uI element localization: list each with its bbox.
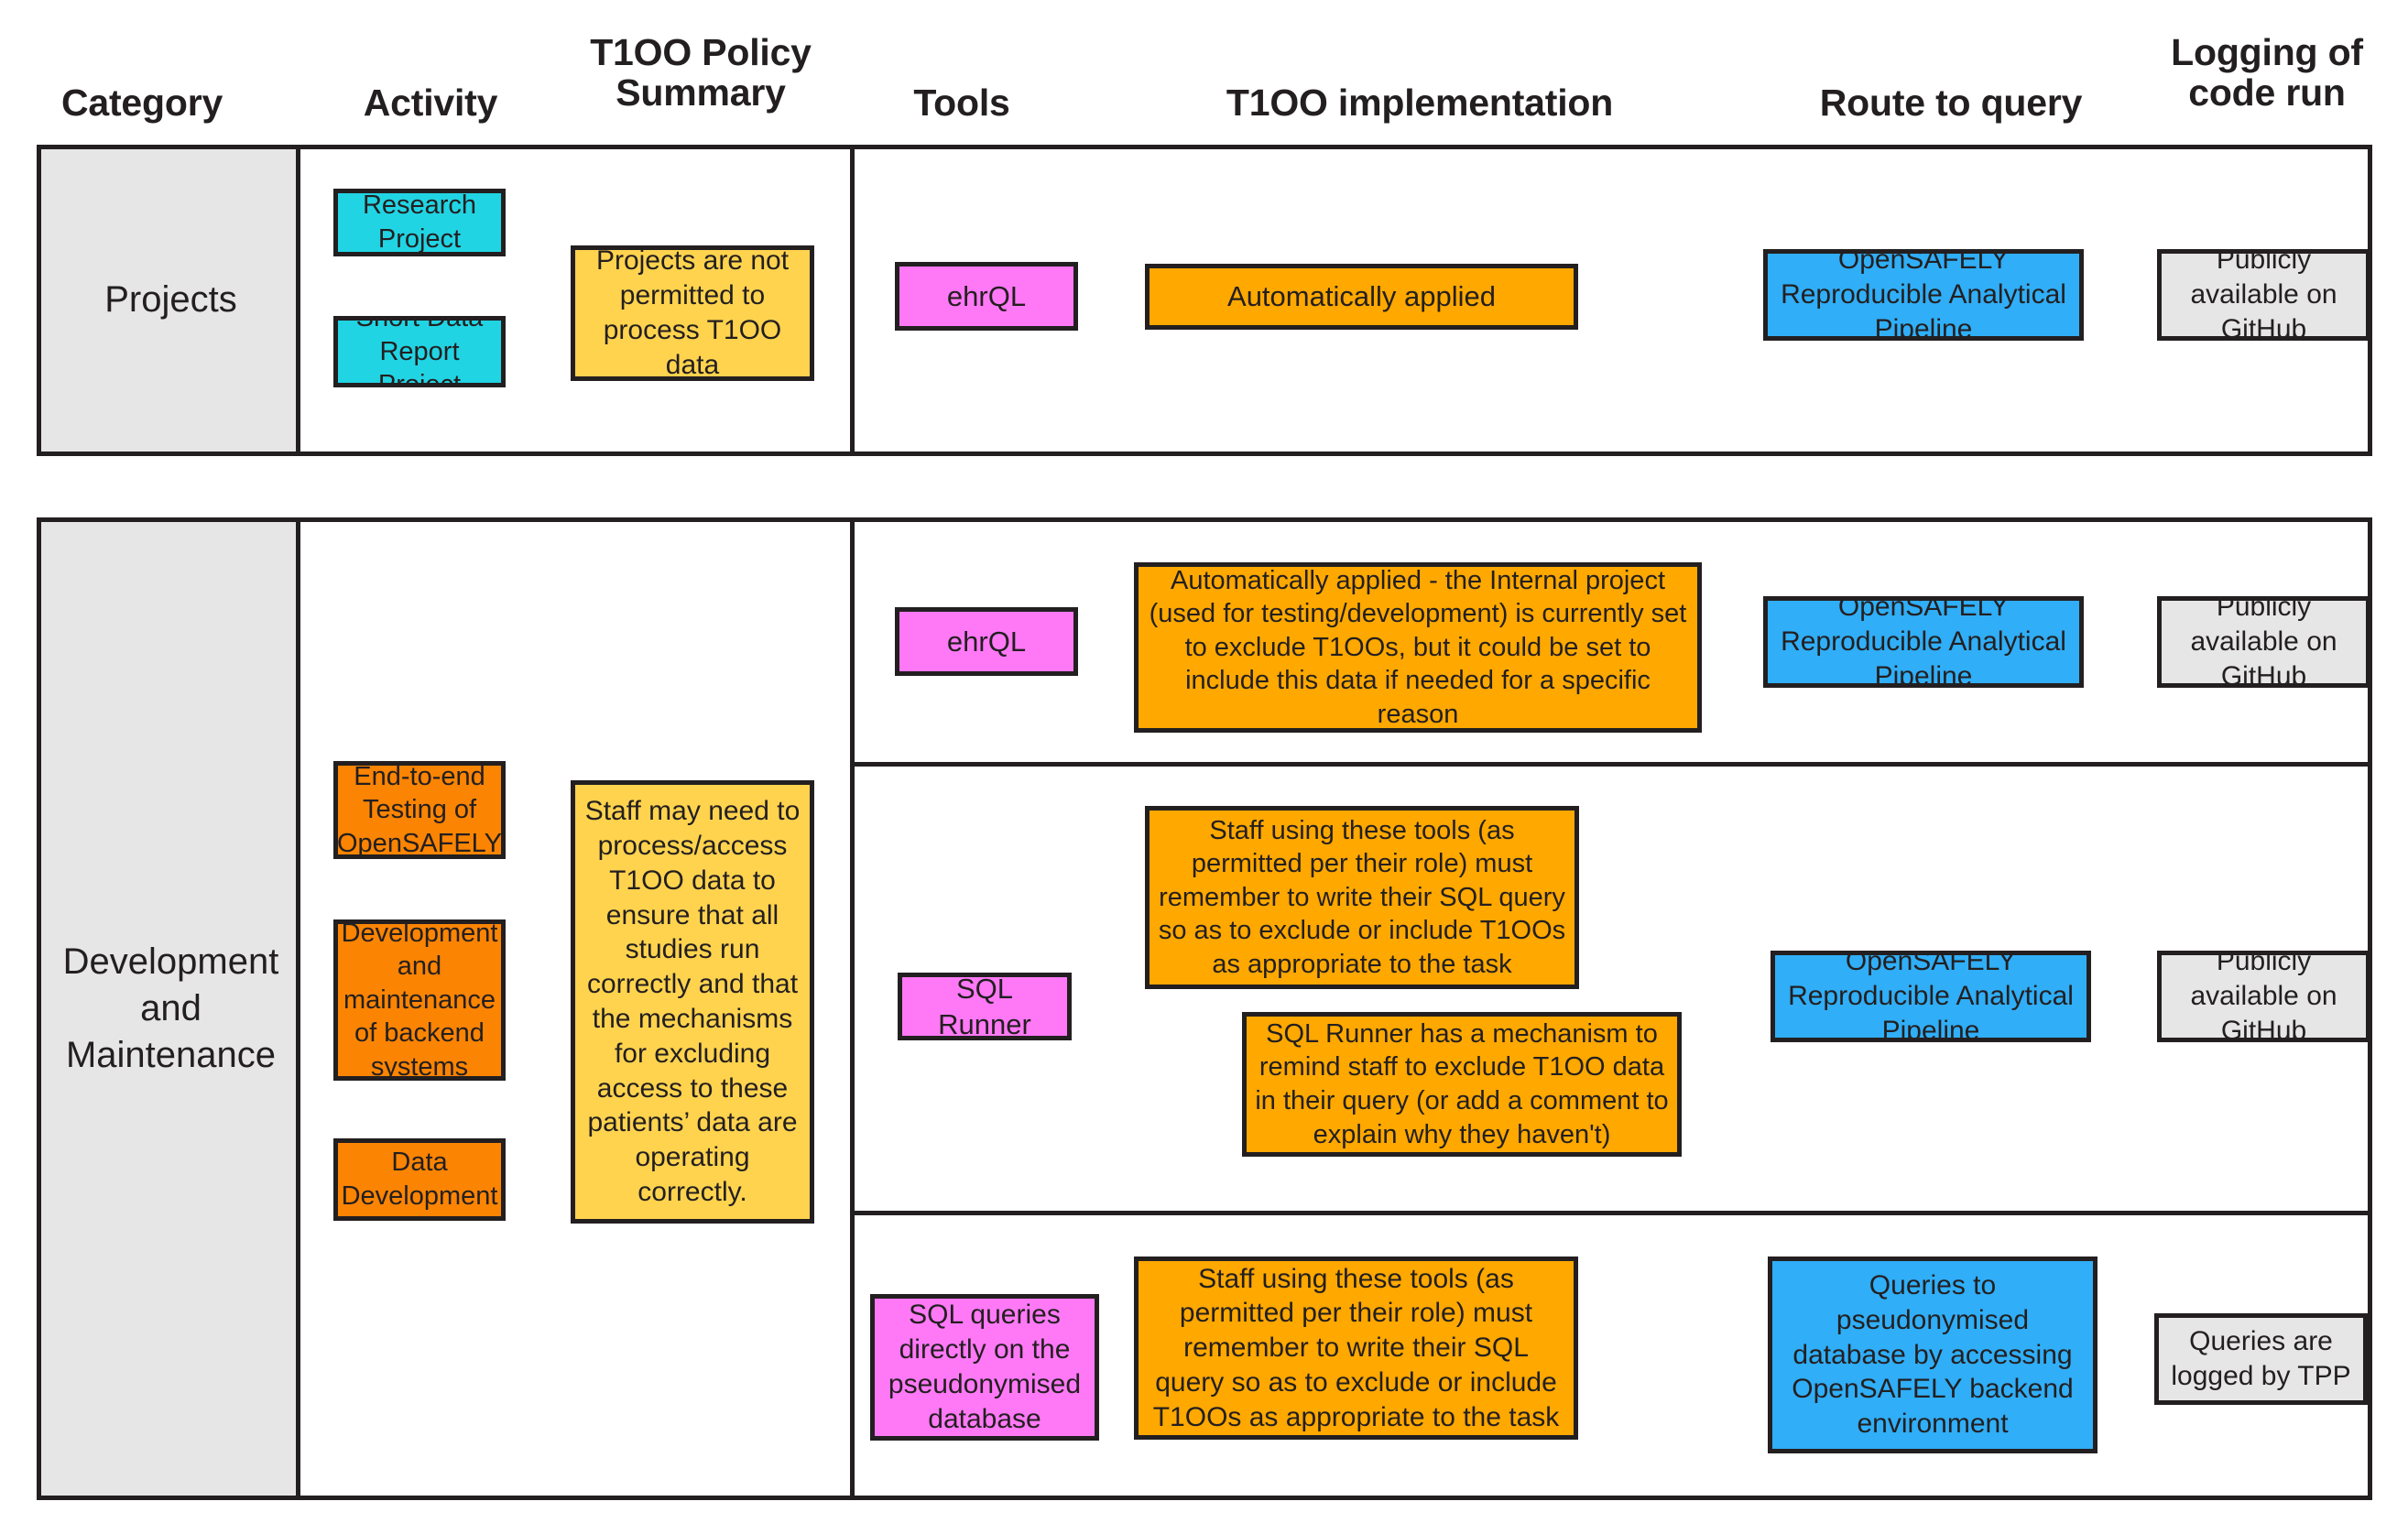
activity-node-label: Research Project [362, 190, 477, 254]
column-header-policy-summary-line1: T1OO Policy [590, 31, 812, 73]
column-header-tools: Tools [913, 82, 1010, 124]
logging-label: Publicly available on GitHub [2190, 596, 2337, 688]
logging-node[interactable]: Publicly available on GitHub [2157, 596, 2370, 688]
logging-label: Queries are logged by TPP [2171, 1326, 2351, 1391]
route-node[interactable]: OpenSAFELY Reproducible Analytical Pipel… [1763, 596, 2084, 688]
logging-node[interactable]: Publicly available on GitHub [2157, 951, 2370, 1042]
logging-label: Publicly available on GitHub [2190, 951, 2337, 1042]
row1-divider-after-policy [850, 149, 855, 451]
route-label: OpenSAFELY Reproducible Analytical Pipel… [1781, 596, 2066, 688]
tool-node[interactable]: SQL Runner [898, 973, 1072, 1040]
policy-summary-label: Staff may need to process/access T1OO da… [584, 796, 801, 1207]
route-label: Queries to pseudonymised database by acc… [1792, 1270, 2074, 1440]
policy-summary-node[interactable]: Projects are not permitted to process T1… [571, 245, 814, 381]
row2-divider-after-policy [850, 522, 855, 1496]
implementation-label: Staff using these tools (as permitted pe… [1158, 815, 1566, 979]
route-node[interactable]: OpenSAFELY Reproducible Analytical Pipel… [1771, 951, 2091, 1042]
logging-node[interactable]: Queries are logged by TPP [2154, 1313, 2368, 1405]
tool-node[interactable]: ehrQL [895, 607, 1078, 676]
column-header-activity: Activity [363, 82, 498, 124]
column-header-implementation: T1OO implementation [1226, 82, 1614, 124]
implementation-node[interactable]: Automatically applied [1145, 264, 1578, 330]
column-header-route-to-query: Route to query [1819, 82, 2083, 124]
activity-node-label: Development and maintenance of backend s… [341, 919, 498, 1081]
column-header-category: Category [60, 82, 223, 124]
policy-summary-node[interactable]: Staff may need to process/access T1OO da… [571, 780, 814, 1224]
activity-node[interactable]: Development and maintenance of backend s… [333, 919, 506, 1081]
tool-node-label: ehrQL [946, 625, 1027, 658]
implementation-label: Automatically applied - the Internal pro… [1149, 565, 1687, 729]
category-label: Development and Maintenance [62, 941, 279, 1076]
category-label: Projects [104, 279, 237, 321]
subrow-divider-1 [850, 762, 2368, 767]
implementation-node[interactable]: Staff using these tools (as permitted pe… [1134, 1257, 1578, 1440]
activity-node-label: End-to-end Testing of OpenSAFELY [337, 761, 503, 858]
route-node[interactable]: Queries to pseudonymised database by acc… [1768, 1257, 2097, 1453]
implementation-label: SQL Runner has a mechanism to remind sta… [1255, 1018, 1669, 1149]
column-header-logging-line2: code run [2188, 71, 2346, 114]
activity-node[interactable]: Short Data Report Project [333, 316, 506, 387]
tool-node[interactable]: ehrQL [895, 262, 1078, 331]
column-header-logging-line1: Logging of [2171, 31, 2363, 73]
implementation-label: Automatically applied [1227, 280, 1496, 313]
activity-node-label: Data Development [341, 1148, 498, 1211]
implementation-label: Staff using these tools (as permitted pe… [1152, 1263, 1560, 1432]
activity-node[interactable]: Research Project [333, 189, 506, 256]
policy-summary-label: Projects are not permitted to process T1… [595, 245, 790, 380]
tool-node-label: ehrQL [946, 279, 1027, 312]
category-cell-development-and-maintenance: Development and Maintenance [41, 522, 300, 1496]
activity-node-label: Short Data Report Project [355, 316, 484, 387]
implementation-node[interactable]: SQL Runner has a mechanism to remind sta… [1242, 1012, 1682, 1157]
route-label: OpenSAFELY Reproducible Analytical Pipel… [1788, 951, 2074, 1042]
row2-divider-after-category [296, 522, 300, 1496]
row1-divider-after-category [296, 149, 300, 451]
activity-node[interactable]: Data Development [333, 1138, 506, 1221]
activity-node[interactable]: End-to-end Testing of OpenSAFELY [333, 761, 506, 859]
route-node[interactable]: OpenSAFELY Reproducible Analytical Pipel… [1763, 249, 2084, 341]
tool-node-label: SQL queries directly on the pseudonymise… [888, 1300, 1082, 1434]
route-label: OpenSAFELY Reproducible Analytical Pipel… [1781, 249, 2066, 341]
implementation-node[interactable]: Staff using these tools (as permitted pe… [1145, 806, 1579, 989]
implementation-node[interactable]: Automatically applied - the Internal pro… [1134, 562, 1702, 733]
logging-node[interactable]: Publicly available on GitHub [2157, 249, 2370, 341]
column-header-policy-summary-line2: Summary [616, 71, 786, 114]
tool-node-label: SQL Runner [938, 973, 1031, 1040]
category-cell-projects: Projects [41, 149, 300, 451]
column-header-logging: Logging of code run [2139, 32, 2395, 114]
subrow-divider-2 [850, 1211, 2368, 1215]
tool-node[interactable]: SQL queries directly on the pseudonymise… [870, 1294, 1099, 1441]
logging-label: Publicly available on GitHub [2190, 249, 2337, 341]
column-header-policy-summary: T1OO Policy Summary [559, 32, 843, 114]
